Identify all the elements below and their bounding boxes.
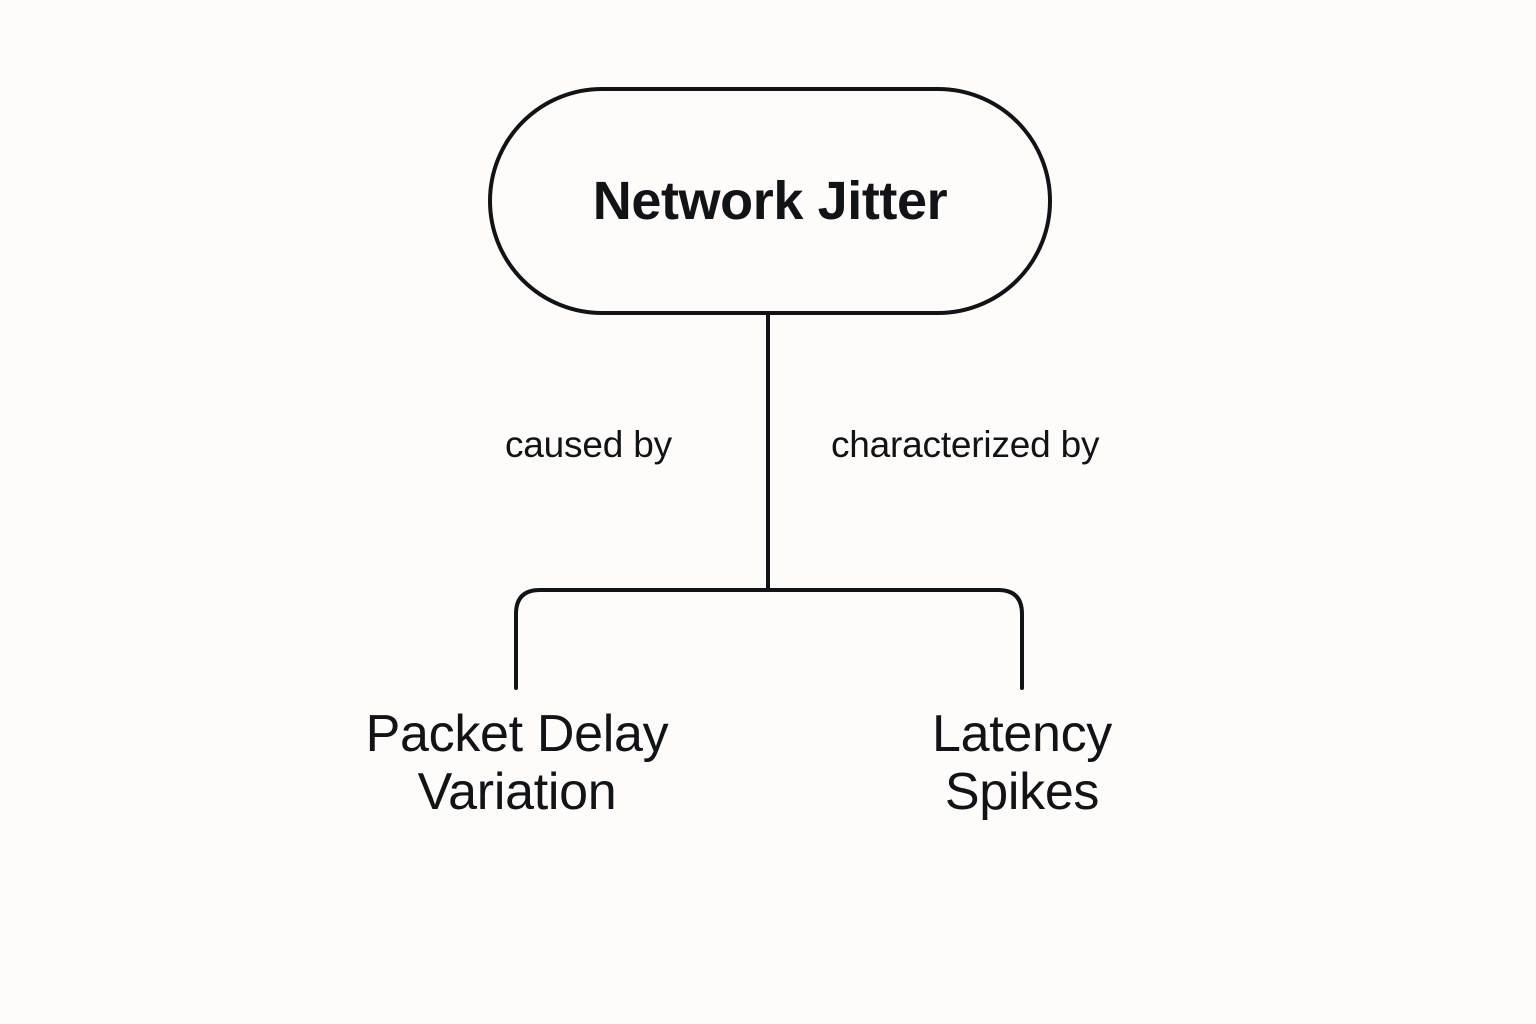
leaf-node-packet-delay-variation[interactable]: Packet Delay Variation <box>365 705 669 822</box>
branch-bracket-path <box>514 588 1024 690</box>
edge-label-characterized-by: characterized by <box>831 424 1100 465</box>
edge-label-caused-by: caused by <box>505 424 672 465</box>
leaf-node-latency-spikes[interactable]: Latency Spikes <box>931 705 1113 822</box>
root-node-label: Network Jitter <box>592 170 948 231</box>
